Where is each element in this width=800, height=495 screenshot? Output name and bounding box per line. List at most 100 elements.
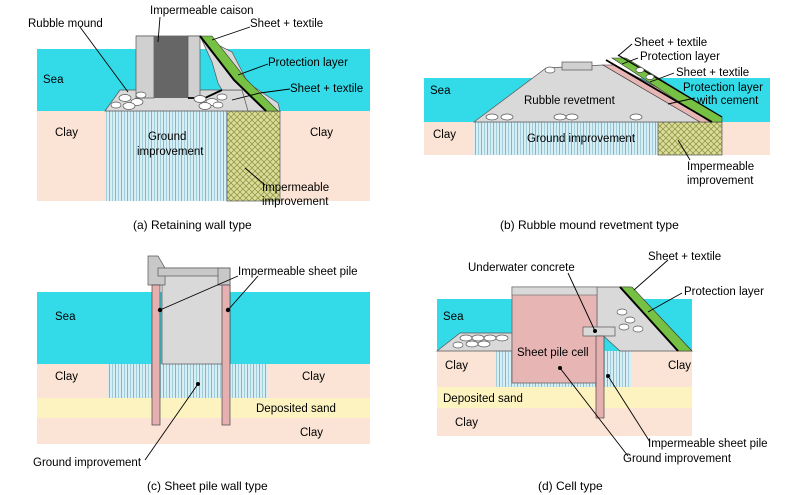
- label-sea: Sea: [55, 311, 76, 323]
- label-ground-1: Ground: [148, 131, 186, 143]
- impermeable-improvement-region: [657, 121, 723, 156]
- leader-ground: [144, 383, 199, 461]
- label-sheet1: Sheet + textile: [634, 37, 707, 49]
- leader-ground: [559, 367, 629, 457]
- label-pile: Impermeable sheet pile: [648, 438, 768, 450]
- leader-rubble: [79, 26, 129, 93]
- label-clay-right: Clay: [668, 360, 691, 372]
- label-protcem-1: Protection layer: [683, 82, 763, 94]
- label-ground-2: improvement: [137, 146, 204, 158]
- label-imperm-2: improvement: [262, 196, 329, 208]
- sheet-pile-left: [151, 284, 161, 426]
- caison-right-wall: [187, 35, 201, 99]
- label-revetment: Rubble revetment: [524, 95, 616, 107]
- caption-d: (d) Cell type: [538, 479, 603, 493]
- label-ground: Ground improvement: [527, 133, 636, 145]
- leader-pile-left: [159, 275, 239, 311]
- rubble-stones-left: [110, 91, 147, 110]
- leader-imperm: [244, 167, 266, 186]
- pile-cap-left: [147, 255, 166, 286]
- label-clay-right: Clay: [302, 371, 325, 383]
- sheet-textile-line: [619, 286, 679, 352]
- label-protcem-2: with cement: [696, 95, 759, 107]
- rubble-stones: [452, 308, 644, 349]
- leader-sheet2: [231, 88, 291, 101]
- label-clay-left: Clay: [55, 371, 78, 383]
- sheet-textile-top: [617, 54, 723, 118]
- leader-protection: [621, 57, 639, 65]
- leader-sheet2: [649, 72, 675, 83]
- label-imperm-2: improvement: [687, 175, 754, 187]
- cell-cap: [511, 286, 598, 296]
- ground-improvement-region: [474, 122, 658, 155]
- label-sheet: Sheet + textile: [648, 251, 721, 263]
- ground-improvement-region: [107, 364, 267, 398]
- label-sand: Deposited sand: [443, 393, 523, 405]
- revetment-crest: [561, 61, 593, 71]
- label-pile: Impermeable sheet pile: [238, 266, 358, 278]
- panel-d: Underwater concrete Sheet + textile Prot…: [435, 251, 768, 493]
- ground-improvement-region: [105, 111, 227, 201]
- panel-a: Impermeable caison Rubble mound Sheet + …: [28, 5, 370, 232]
- label-protection: Protection layer: [684, 286, 764, 298]
- pile-marker: [606, 374, 610, 378]
- panel-c: Impermeable sheet pile Sea Clay Clay Dep…: [33, 255, 370, 493]
- label-imperm-1: Impermeable: [687, 161, 754, 173]
- label-sea: Sea: [443, 311, 464, 323]
- leader-protcem: [667, 97, 696, 105]
- label-protection: Protection layer: [268, 57, 348, 69]
- caption-b: (b) Rubble mound revetment type: [500, 218, 679, 232]
- deposited-sand-region: [37, 398, 370, 418]
- label-clay-right: Clay: [310, 127, 333, 139]
- label-clay-left: Clay: [55, 127, 78, 139]
- label-clay-bottom: Clay: [300, 427, 323, 439]
- concrete-marker: [593, 329, 597, 333]
- underwater-concrete: [582, 326, 616, 337]
- label-sea: Sea: [43, 74, 64, 86]
- sheet-textile-upper: [605, 59, 713, 123]
- deposited-sand-region: [437, 387, 692, 408]
- label-clay: Clay: [433, 129, 456, 141]
- leader-sheet: [633, 259, 669, 291]
- panel-b: Sheet + textile Protection layer Sheet +…: [424, 37, 770, 232]
- label-sea: Sea: [430, 85, 451, 97]
- sheet-pile-right: [221, 284, 231, 426]
- label-clay-bottom: Clay: [455, 417, 478, 429]
- sheet-textile-line: [199, 35, 267, 112]
- impermeable-improvement-region: [226, 110, 281, 202]
- leader-concrete: [567, 272, 596, 332]
- caption-c: (c) Sheet pile wall type: [147, 479, 268, 493]
- leader-imperm: [677, 139, 691, 161]
- pile-marker-right: [225, 307, 231, 313]
- leader-protection: [237, 63, 269, 76]
- label-ground: Ground improvement: [623, 453, 732, 465]
- caison-body: [136, 35, 281, 112]
- leader-sheet1: [211, 26, 251, 41]
- label-cell: Sheet pile cell: [517, 347, 589, 359]
- ground-marker: [196, 382, 200, 386]
- label-sand: Deposited sand: [256, 403, 336, 415]
- label-imperm-1: Impermeable: [262, 182, 329, 194]
- leader-caison: [157, 16, 161, 43]
- label-rubble: Rubble mound: [28, 18, 103, 30]
- label-concrete: Underwater concrete: [468, 262, 575, 274]
- caison-left-wall: [135, 35, 155, 99]
- label-protection: Protection layer: [640, 51, 720, 63]
- leader-sheet1: [617, 43, 633, 57]
- leader-protection: [647, 292, 683, 313]
- leader-pile-right: [227, 275, 259, 311]
- pile-marker-left: [157, 307, 163, 313]
- label-ground: Ground improvement: [33, 457, 142, 469]
- ground-marker: [558, 366, 562, 370]
- label-sheet1: Sheet + textile: [250, 18, 323, 30]
- sheet-pile: [595, 335, 605, 419]
- clay-region-lower: [37, 418, 370, 444]
- label-caison: Impermeable caison: [150, 5, 254, 17]
- leader-pile: [607, 375, 651, 443]
- rubble-stones: [485, 66, 655, 121]
- tie-beam: [157, 267, 223, 277]
- label-clay-left: Clay: [445, 360, 468, 372]
- impermeable-caison: [154, 36, 188, 98]
- label-sheet2: Sheet + textile: [676, 67, 749, 79]
